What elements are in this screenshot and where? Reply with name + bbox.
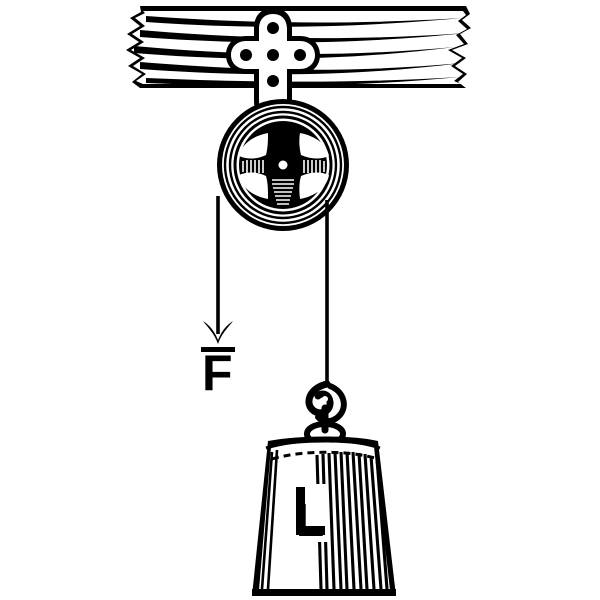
hook-rivet (322, 396, 328, 402)
pulley-bottom-spoke-hatching (272, 179, 294, 205)
pulley-groove-ring-3 (233, 115, 333, 215)
pulley-spoke-openings (239, 133, 329, 199)
pulley-groove-ring-2 (228, 110, 338, 220)
force-label: F (202, 345, 233, 401)
load-weight (252, 436, 396, 596)
force-arrow-baseline (201, 347, 235, 352)
bolt-hole-right (294, 49, 306, 61)
pulley-wheel (217, 99, 349, 231)
spoke-opening-lower-right (299, 172, 329, 199)
weight-hatching (315, 451, 389, 590)
bolt-hole-top (267, 22, 279, 34)
force-arrowhead (203, 321, 233, 344)
weight-top-rim (265, 439, 381, 450)
rope-lines (216, 196, 329, 384)
bracket-plate-face (231, 14, 315, 165)
weight-left-edge-hatching (260, 449, 279, 590)
weight-base-line (252, 589, 396, 596)
spoke-opening-lower-left (239, 172, 268, 199)
pulley-spoke-hatching (242, 160, 325, 173)
weight-rim-dashes (271, 450, 379, 461)
bracket-bolt-holes (240, 22, 306, 87)
bolt-hole-left (240, 49, 252, 61)
beam-grain-lines (134, 16, 466, 86)
load-label-text: L (296, 494, 324, 546)
spoke-opening-upper-left (239, 133, 268, 159)
spoke-opening-upper-right (299, 133, 329, 159)
bolt-hole-center (267, 49, 279, 61)
force-arrow (201, 321, 235, 352)
pulley-groove-ring-1 (223, 105, 343, 225)
pulley-axle-hole (278, 160, 288, 170)
load-label-glyph (296, 487, 325, 535)
bolt-hole-bottom (267, 75, 279, 87)
